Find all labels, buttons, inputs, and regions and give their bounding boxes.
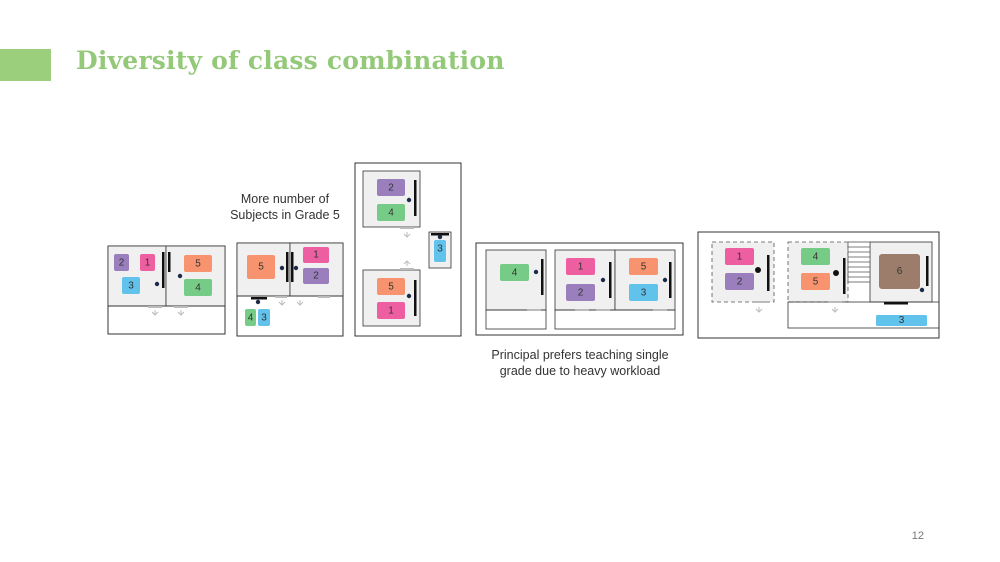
school-a-diagram: 2 1 3 5 4 [107,245,226,335]
grade-label: 1 [578,262,584,273]
grade-card [245,309,256,326]
caption-principal-workload: Principal prefers teaching single grade … [477,347,683,379]
grade-card [629,258,658,275]
grade-card [566,284,595,301]
grade-label: 3 [899,315,905,326]
grade-card [140,254,155,271]
grade-card [122,277,140,294]
grade-card [879,254,920,289]
grade-label: 3 [437,244,443,255]
grade-label: 5 [641,262,647,273]
caption-text: More number of Subjects in Grade 5 [230,192,340,222]
grade-card [303,247,329,263]
grade-label: 3 [641,288,647,299]
grade-card [500,264,529,281]
grade-card [725,248,754,265]
grade-card [801,248,830,265]
grade-label: 1 [145,258,151,269]
grade-label: 5 [813,277,819,288]
grade-card [377,179,405,196]
school-e-diagram: 1 2 4 5 6 3 [697,231,940,339]
grade-card [114,254,129,271]
grade-label: 5 [195,259,201,270]
grade-label: 2 [737,277,743,288]
page-number: 12 [911,530,924,542]
grade-card [247,255,275,279]
grade-label: 4 [388,208,394,219]
grade-card [303,268,329,284]
grade-card [258,309,270,326]
grade-label: 2 [119,258,125,269]
grade-card [184,255,212,272]
grade-card [377,302,405,319]
grade-label: 5 [258,262,264,273]
grade-label: 1 [737,252,743,263]
caption-text: Principal prefers teaching single grade … [491,348,669,378]
grade-card [876,315,927,326]
grade-label: 2 [578,288,584,299]
accent-bar [0,49,51,81]
grade-card [377,204,405,221]
grade-label: 4 [512,268,518,279]
caption-subjects-grade-5: More number of Subjects in Grade 5 [222,191,348,223]
grade-card [184,279,212,296]
grade-label: 6 [897,266,903,277]
grade-card [801,273,830,290]
grade-label: 4 [195,283,201,294]
grade-label: 5 [388,282,394,293]
grade-label: 1 [313,250,319,261]
grade-card [377,278,405,295]
grade-label: 4 [248,313,254,324]
school-b-diagram: 5 1 2 4 3 [236,242,344,337]
grade-card [566,258,595,275]
grade-label: 4 [813,252,819,263]
grade-card [434,240,446,262]
grade-label: 3 [128,281,134,292]
grade-label: 3 [261,313,267,324]
grade-label: 2 [313,271,319,282]
grade-label: 2 [388,183,394,194]
grade-label: 1 [388,306,394,317]
grade-card [629,284,658,301]
grade-card [725,273,754,290]
slide-title: Diversity of class combination [76,46,505,75]
school-c-diagram: 2 4 3 5 1 [354,162,462,337]
school-d-diagram: 4 1 2 5 3 [475,242,684,336]
